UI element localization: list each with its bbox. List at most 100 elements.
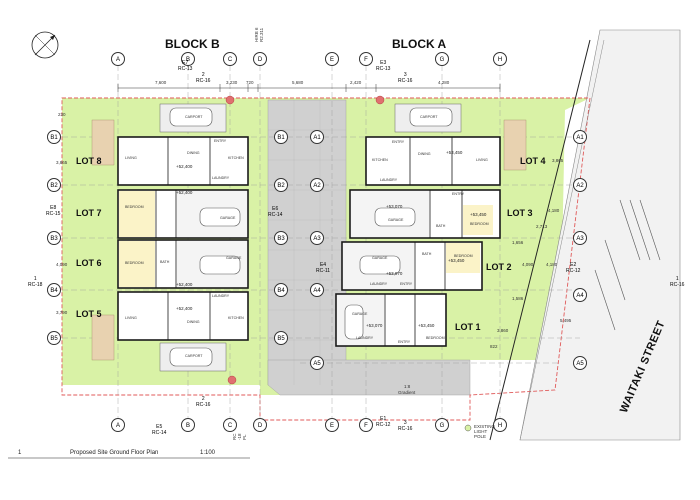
laundry-label-lot1: LAUNDRY [356, 336, 374, 340]
dim-right-4: 4,090 [522, 262, 534, 267]
bath-label-lot6: BATH [160, 260, 170, 264]
dim-top-3: 5,680 [292, 80, 304, 85]
bedroom-label-lot3: BEDROOM [470, 222, 489, 226]
grid-center-a5: A5 [310, 356, 324, 370]
hirb-label-bottom: RC -18 PL [232, 433, 247, 440]
light-pole-marker [464, 424, 472, 432]
grid-right-a2: A2 [573, 178, 587, 192]
grid-letter-d-top: D [253, 52, 267, 66]
section-2-bottom-sheet: RC-16 [196, 402, 211, 408]
grid-letter-e-top: E [325, 52, 339, 66]
lot8-deck [91, 119, 115, 166]
lot5-unit [117, 291, 249, 341]
level-lot5: +52,400 [176, 306, 193, 311]
bedroom-label-lot7: BEDROOM [125, 205, 144, 209]
shrubs [225, 95, 385, 385]
hirb-label-top: HIRB 6 R2.311 [254, 27, 264, 42]
grid-center-b2: B2 [274, 178, 288, 192]
bedroom-label-lot6: BEDROOM [125, 261, 144, 265]
grid-left-b1: B1 [47, 130, 61, 144]
laundry-label-lot8: LAUNDRY [212, 176, 230, 180]
dim-right-5: 4,180 [546, 262, 558, 267]
level-lot1-garage: +53,070 [366, 323, 383, 328]
dim-top-0: 7,600 [155, 80, 167, 85]
garage-label-lot7: GARAGE [220, 216, 236, 220]
section-e6-sheet: RC-14 [268, 212, 283, 218]
level-lot3-garage: +53,070 [386, 204, 403, 209]
grid-letter-d-bottom: D [253, 418, 267, 432]
lot4-label: LOT 4 [520, 156, 546, 166]
light-pole-note: EXISTING LIGHT POLE [474, 424, 496, 439]
grid-letter-f-bottom: F [359, 418, 373, 432]
dining-label-lot4: DINING [418, 152, 431, 156]
grid-center-b1: B1 [274, 130, 288, 144]
street-boundary-line [489, 39, 591, 441]
dim-right-2: 2,713 [536, 224, 548, 229]
dim-top-1: 3,230 [226, 80, 238, 85]
dim-right-6: 1,586 [512, 296, 524, 301]
dim-right-7: 5,495 [560, 318, 572, 323]
grid-center-a1: A1 [310, 130, 324, 144]
grid-right-a3: A3 [573, 231, 587, 245]
lot7-bedroom [119, 191, 155, 237]
garage-label-lot1: GARAGE [352, 312, 368, 316]
laundry-label-lot2: LAUNDRY [370, 282, 388, 286]
kitchen-label-lot5: KITCHEN [228, 316, 244, 320]
grid-left-b4: B4 [47, 283, 61, 297]
dim-left-3: 3,790 [56, 310, 68, 315]
entry-label-lot3: ENTRY [452, 192, 465, 196]
dim-left-1: 3,865 [56, 160, 68, 165]
grid-letter-h-top: H [493, 52, 507, 66]
lot5-label: LOT 5 [76, 309, 102, 319]
grid-letter-f-top: F [359, 52, 373, 66]
gradient-ratio: 1:8 [404, 384, 411, 389]
lot7-label: LOT 7 [76, 208, 102, 218]
dim-top-5: 4,280 [438, 80, 450, 85]
caption-number: 1 [18, 450, 22, 456]
grid-right-a1: A1 [573, 130, 587, 144]
section-1-left-id: 1 [33, 276, 37, 282]
grid-right-a5: A5 [573, 356, 587, 370]
top-dimension-line [117, 84, 501, 92]
living-label-lot4: LIVING [476, 158, 488, 162]
dim-right-0: 3,865 [552, 158, 564, 163]
grid-letter-g-top: G [435, 52, 449, 66]
section-e2-sheet: RC-12 [566, 268, 581, 274]
dining-label-lot8: DINING [187, 151, 200, 155]
grid-center-a4: A4 [310, 283, 324, 297]
lot1-label: LOT 1 [455, 322, 481, 332]
section-2-bottom-id: 2 [201, 396, 205, 402]
garage-label-lot2: GARAGE [372, 256, 388, 260]
level-lot2: +53,450 [448, 258, 465, 263]
block-a-title: BLOCK A [392, 37, 447, 51]
street-road [519, 29, 681, 441]
garage-label-lot6: GARAGE [226, 256, 242, 260]
section-e7-sheet: RC-13 [178, 66, 193, 72]
section-2-top-id: 2 [201, 72, 205, 78]
dim-left-0: 230 [58, 112, 66, 117]
grid-left-b5: B5 [47, 331, 61, 345]
grid-center-a2: A2 [310, 178, 324, 192]
bath-label-lot3: BATH [436, 224, 446, 228]
grid-letter-c-top: C [223, 52, 237, 66]
lot2-bedroom [446, 243, 480, 273]
section-3-bottom-id: 3 [403, 420, 407, 426]
grid-letter-h-bottom: H [493, 418, 507, 432]
dim-right-1: 4,180 [548, 208, 560, 213]
section-e2-id: E2 [570, 262, 577, 268]
section-e1-id: E1 [380, 416, 387, 422]
level-lot3: +53,450 [470, 212, 487, 217]
grid-letter-c-bottom: C [223, 418, 237, 432]
garage-label-lot3: GARAGE [388, 218, 404, 222]
